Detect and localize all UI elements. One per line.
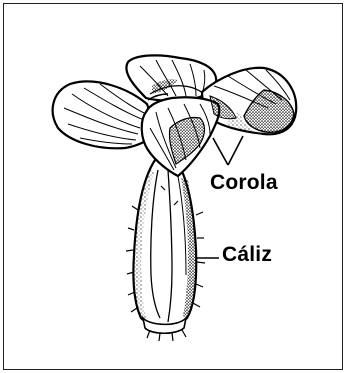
corolla (53, 55, 297, 176)
corola-pointer (213, 136, 243, 165)
caliz-label: Cáliz (222, 243, 272, 267)
corola-label: Corola (210, 171, 278, 195)
calyx (126, 160, 205, 341)
